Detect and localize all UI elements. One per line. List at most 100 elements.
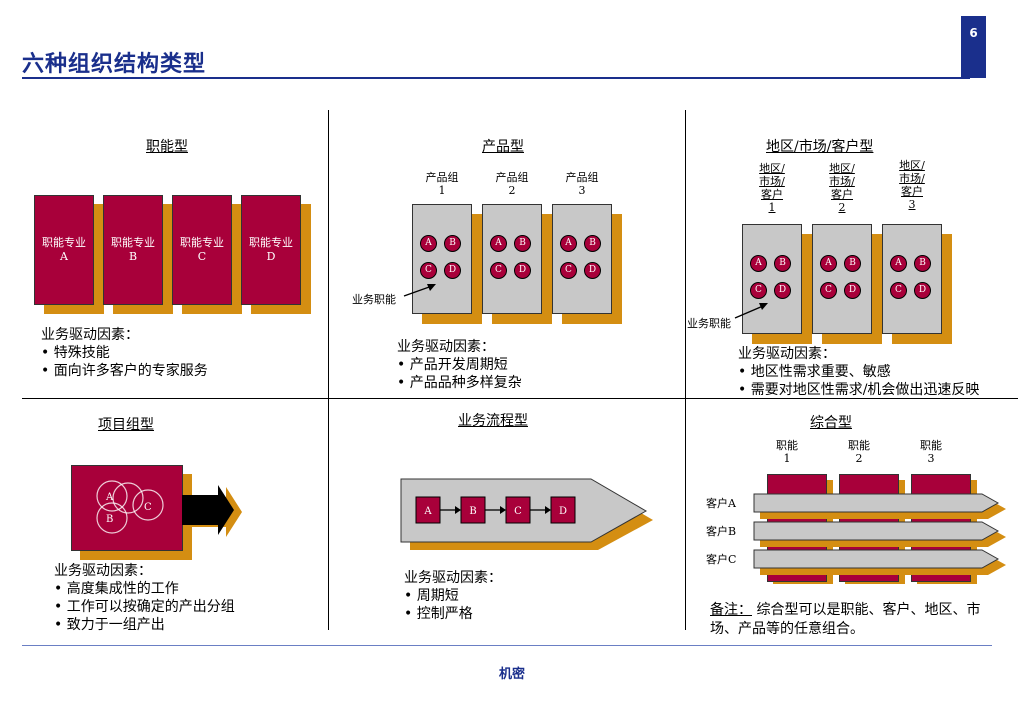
- process-heading: 业务流程型: [458, 413, 528, 429]
- venn-label-c: C: [144, 502, 152, 513]
- process-step-box: [550, 496, 576, 524]
- driver-item: 需要对地区性需求/机会做出迅速反映: [738, 381, 980, 399]
- functional-drivers: 业务驱动因素： 特殊技能 面向许多客户的专家服务: [41, 326, 208, 380]
- product-group-label: 产品组 3: [565, 171, 599, 197]
- product-function-arrow: [403, 284, 436, 297]
- region-circle-b: B: [844, 255, 861, 272]
- driver-item: 地区性需求重要、敏感: [738, 363, 979, 381]
- process-step-label: C: [514, 506, 522, 517]
- product-circle-d: D: [444, 262, 461, 279]
- product-group-box: [552, 204, 612, 314]
- process-connector-head: [500, 506, 506, 514]
- product-circle-b: B: [584, 235, 601, 252]
- region-group-box: [812, 224, 872, 334]
- product-circle-c: C: [490, 262, 507, 279]
- product-circle-a: A: [490, 235, 507, 252]
- product-circle-d: D: [584, 262, 601, 279]
- hybrid-arrow-body: [753, 521, 1000, 541]
- hybrid-customer-arrow: [753, 521, 1006, 547]
- product-circle-d: D: [514, 262, 531, 279]
- hybrid-heading: 综合型: [810, 415, 852, 431]
- region-group-label: 地区/ 市场/ 客户 3: [899, 159, 925, 211]
- venn-label-a: A: [105, 492, 114, 503]
- driver-item: 控制严格: [404, 605, 502, 623]
- process-steps: A B C D: [415, 496, 576, 524]
- project-drivers: 业务驱动因素： 高度集成性的工作 工作可以按确定的产出分组 致力于一组产出: [54, 562, 235, 634]
- product-circle-a: A: [420, 235, 437, 252]
- product-group-box: [412, 204, 472, 314]
- project-output-arrow: [182, 485, 242, 537]
- footer-confidential: 机密: [498, 667, 525, 682]
- product-drivers: 业务驱动因素： 产品开发周期短 产品品种多样复杂: [397, 338, 522, 392]
- region-drivers: 业务驱动因素： 地区性需求重要、敏感 需要对地区性需求/机会做出迅速反映: [738, 345, 979, 399]
- page-title: 六种组织结构类型: [22, 52, 207, 77]
- grid-divider-vertical-2: [685, 110, 686, 630]
- hybrid-arrow-body: [753, 493, 1000, 513]
- region-circle-b: B: [774, 255, 791, 272]
- hybrid-customer-label: 客户A: [706, 497, 736, 510]
- venn-label-b: B: [106, 514, 113, 525]
- drivers-title: 业务驱动因素：: [397, 339, 495, 355]
- process-connector-head: [545, 506, 551, 514]
- driver-item: 产品开发周期短: [397, 356, 522, 374]
- drivers-title: 业务驱动因素：: [404, 570, 502, 586]
- note-text: 综合型可以是职能、客户、地区、市场、产品等的任意组合。: [710, 602, 981, 637]
- region-function-label: 业务职能: [687, 317, 731, 330]
- region-circle-c: C: [890, 282, 907, 299]
- region-heading: 地区/市场/客户型: [766, 139, 874, 155]
- product-circle-c: C: [420, 262, 437, 279]
- process-diagram: A B C D: [400, 478, 653, 550]
- region-circle-a: A: [820, 255, 837, 272]
- functional-box: 职能专业 A: [34, 195, 94, 305]
- process-step-label: D: [559, 506, 567, 517]
- venn-circle-center: [112, 482, 144, 514]
- driver-item: 周期短: [404, 587, 502, 605]
- product-group-label: 产品组 2: [495, 171, 529, 197]
- hybrid-function-label: 职能 1: [776, 439, 798, 465]
- driver-item: 工作可以按确定的产出分组: [54, 598, 235, 616]
- process-step-box: [415, 496, 441, 524]
- functional-box: 职能专业 B: [103, 195, 163, 305]
- functional-heading: 职能型: [146, 139, 188, 155]
- drivers-title: 业务驱动因素：: [54, 563, 152, 579]
- region-function-arrow: [734, 303, 768, 319]
- driver-item: 致力于一组产出: [54, 616, 235, 634]
- process-step-label: B: [469, 506, 476, 517]
- region-group-label: 地区/ 市场/ 客户 1: [759, 162, 785, 214]
- hybrid-customer-arrow: [753, 549, 1006, 575]
- hybrid-function-label: 职能 2: [848, 439, 870, 465]
- venn-circle-c: [132, 489, 164, 521]
- functional-box: 职能专业 C: [172, 195, 232, 305]
- region-group-box: [882, 224, 942, 334]
- hybrid-arrow-body: [753, 549, 1000, 569]
- process-step-label: A: [423, 506, 432, 517]
- region-circle-a: A: [890, 255, 907, 272]
- project-box: [71, 465, 183, 551]
- hybrid-customer-label: 客户B: [706, 525, 737, 538]
- hybrid-note: 备注： 综合型可以是职能、客户、地区、市场、产品等的任意组合。: [710, 601, 1000, 639]
- product-circle-b: B: [514, 235, 531, 252]
- drivers-title: 业务驱动因素：: [738, 346, 836, 362]
- driver-item: 高度集成性的工作: [54, 580, 235, 598]
- process-connector-head: [455, 506, 461, 514]
- product-circle-b: B: [444, 235, 461, 252]
- product-group-label: 产品组 1: [425, 171, 459, 197]
- grid-divider-horizontal: [22, 398, 1018, 399]
- driver-item: 特殊技能: [41, 344, 208, 362]
- note-label: 备注：: [710, 602, 752, 618]
- region-group-box: [742, 224, 802, 334]
- region-circle-a: A: [750, 255, 767, 272]
- hybrid-customer-label: 客户C: [706, 553, 737, 566]
- process-drivers: 业务驱动因素： 周期短 控制严格: [404, 569, 502, 623]
- venn-circle-b: [96, 502, 128, 534]
- region-circle-c: C: [820, 282, 837, 299]
- hybrid-customer-arrow: [753, 493, 1006, 519]
- title-underline: [22, 77, 970, 79]
- region-group-label: 地区/ 市场/ 客户 2: [829, 162, 855, 214]
- hybrid-function-label: 职能 3: [920, 439, 942, 465]
- region-circle-b: B: [914, 255, 931, 272]
- region-circle-c: C: [750, 282, 767, 299]
- region-circle-d: D: [914, 282, 931, 299]
- drivers-title: 业务驱动因素：: [41, 327, 139, 343]
- product-function-label: 业务职能: [352, 293, 396, 306]
